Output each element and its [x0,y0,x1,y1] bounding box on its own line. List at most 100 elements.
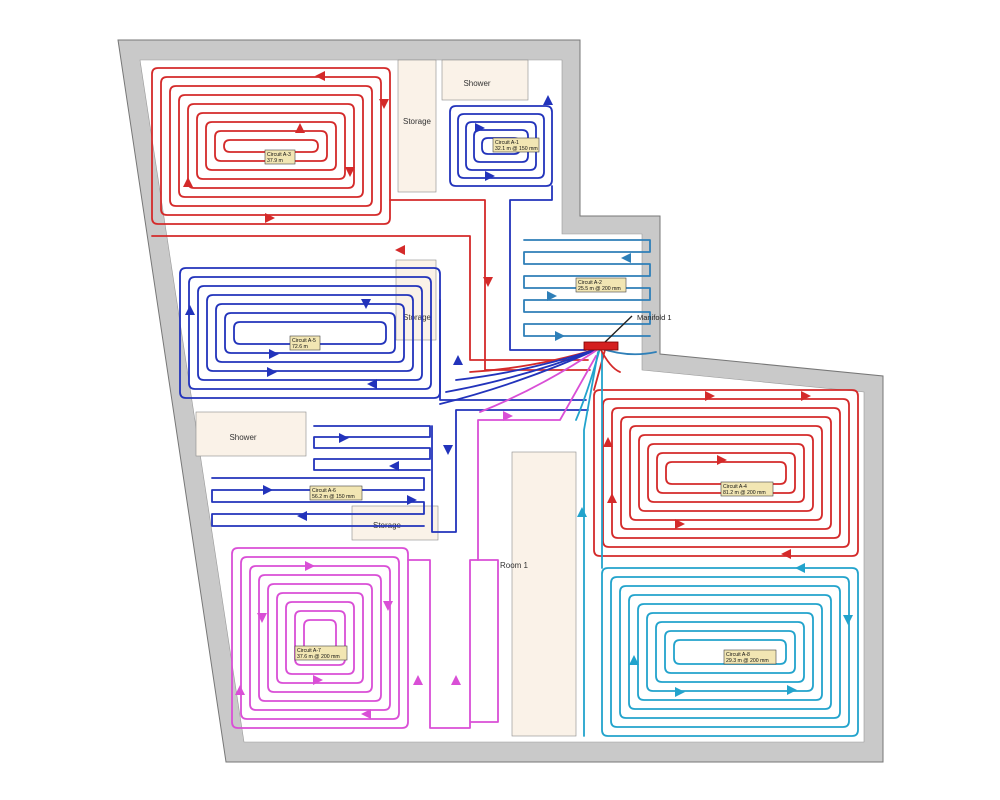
pipe-loop [628,594,832,710]
flow-arrow [263,485,273,495]
flow-arrow [555,331,565,341]
room-label: Storage [403,117,432,126]
pipe-loop [276,592,364,684]
flow-arrow [269,349,279,359]
pipe-loop [457,113,545,179]
pipe-loop [656,452,796,494]
rooms: Storage Shower Storage Shower Storage Ro… [195,59,577,737]
flow-arrow [367,379,377,389]
pipe-loop [619,585,841,719]
pipe-loop [151,67,391,225]
flow-arrow [485,171,495,181]
tag-circuit-a2: Circuit A-2 25.5 m @ 200 mm [575,277,627,293]
flow-arrow [603,437,613,447]
pipe-loop [602,398,850,548]
flow-arrow [295,123,305,133]
pipe-loop [249,565,391,711]
pipe-loop [187,103,355,189]
pipe-feeder [593,349,606,391]
tag-name: Circuit A-4 [723,484,747,490]
flow-arrow [297,511,307,521]
pipe-loop [267,583,373,693]
flow-arrow [339,433,349,443]
pipe-loop [188,276,432,390]
pipe-loop [223,139,319,153]
floor-area [139,59,865,743]
flow-arrow [795,563,805,573]
pipe-loop [240,556,400,720]
pipe-loop [593,389,859,557]
pipe-loop [647,443,805,503]
flow-arrow [257,613,267,623]
flow-arrow [475,123,485,133]
tag-name: Circuit A-5 [292,338,316,344]
circuit-tags: Circuit A-1 32.1 m @ 150 mm Circuit A-2 … [264,137,777,665]
pipe-feeder [431,409,589,533]
pipe-loop [178,94,364,198]
room-storage-2: Storage [395,259,437,341]
pipe-loop [611,407,841,539]
pipe-extension [407,559,499,729]
pipe-feeder [509,185,587,351]
pipe-fan [455,347,601,381]
flow-arrow [705,391,715,401]
flow-arrow [781,549,791,559]
manifold-label: Manifold 1 [637,313,672,322]
tag-name: Circuit A-1 [495,140,519,146]
flow-arrow [361,709,371,719]
tag-name: Circuit A-2 [578,280,602,286]
pipe-feeder [151,235,589,361]
flow-arrow [185,305,195,315]
tag-circuit-a1: Circuit A-1 32.1 m @ 150 mm [492,137,540,153]
flow-arrow [443,445,453,455]
room-label: Room 1 [500,561,529,570]
pipe-fan [599,347,621,373]
flow-arrow [503,411,513,421]
tag-name: Circuit A-7 [297,648,321,654]
flow-arrow [183,177,193,187]
flow-arrow [543,95,553,105]
flow-arrow [547,291,557,301]
flow-arrow [577,507,587,517]
room-storage-3: Storage [351,505,439,541]
tag-circuit-a4: Circuit A-4 81.2 m @ 200 mm [720,481,774,497]
tag-circuit-a6: Circuit A-6 56.2 m @ 150 mm [309,485,363,501]
pipe-loop [637,603,823,701]
pipe-feeder [439,299,587,401]
flow-arrow [315,71,325,81]
tag-spec: 37.6 m @ 200 mm [297,654,340,660]
room-storage-1: Storage [397,59,437,193]
pipe-loop [205,121,337,171]
room-label: Shower [463,79,490,88]
pipe-loop [160,76,382,216]
pipe-loop [215,303,405,363]
pipe-feeder [583,351,599,737]
pipe-serpentine [211,477,425,527]
pipe-loop [646,612,814,692]
manifold-leader-line [601,315,633,346]
pipe-fan [439,347,601,405]
manifold: Manifold 1 [583,313,672,351]
pipe-loop [601,567,859,737]
flow-arrow [451,675,461,685]
tag-name: Circuit A-3 [267,152,291,158]
flow-arrow [621,253,631,263]
flow-arrow [717,455,727,465]
flow-arrow [345,167,355,177]
tag-spec: 72.6 m [292,344,308,350]
pipe-loop [465,121,537,171]
tag-spec: 25.5 m @ 200 mm [578,286,621,292]
pipe-loop [629,425,823,521]
flow-arrow [265,213,275,223]
flow-arrow [395,245,405,255]
flow-arrow [675,687,685,697]
flow-arrow [383,601,393,611]
tag-spec: 29.3 m @ 200 mm [726,658,769,664]
pipe-loop [169,85,373,207]
flow-arrow [305,561,315,571]
pipe-loop [665,461,787,485]
flow-arrow [407,495,417,505]
flow-arrow [235,685,245,695]
pipe-loop [206,294,414,372]
